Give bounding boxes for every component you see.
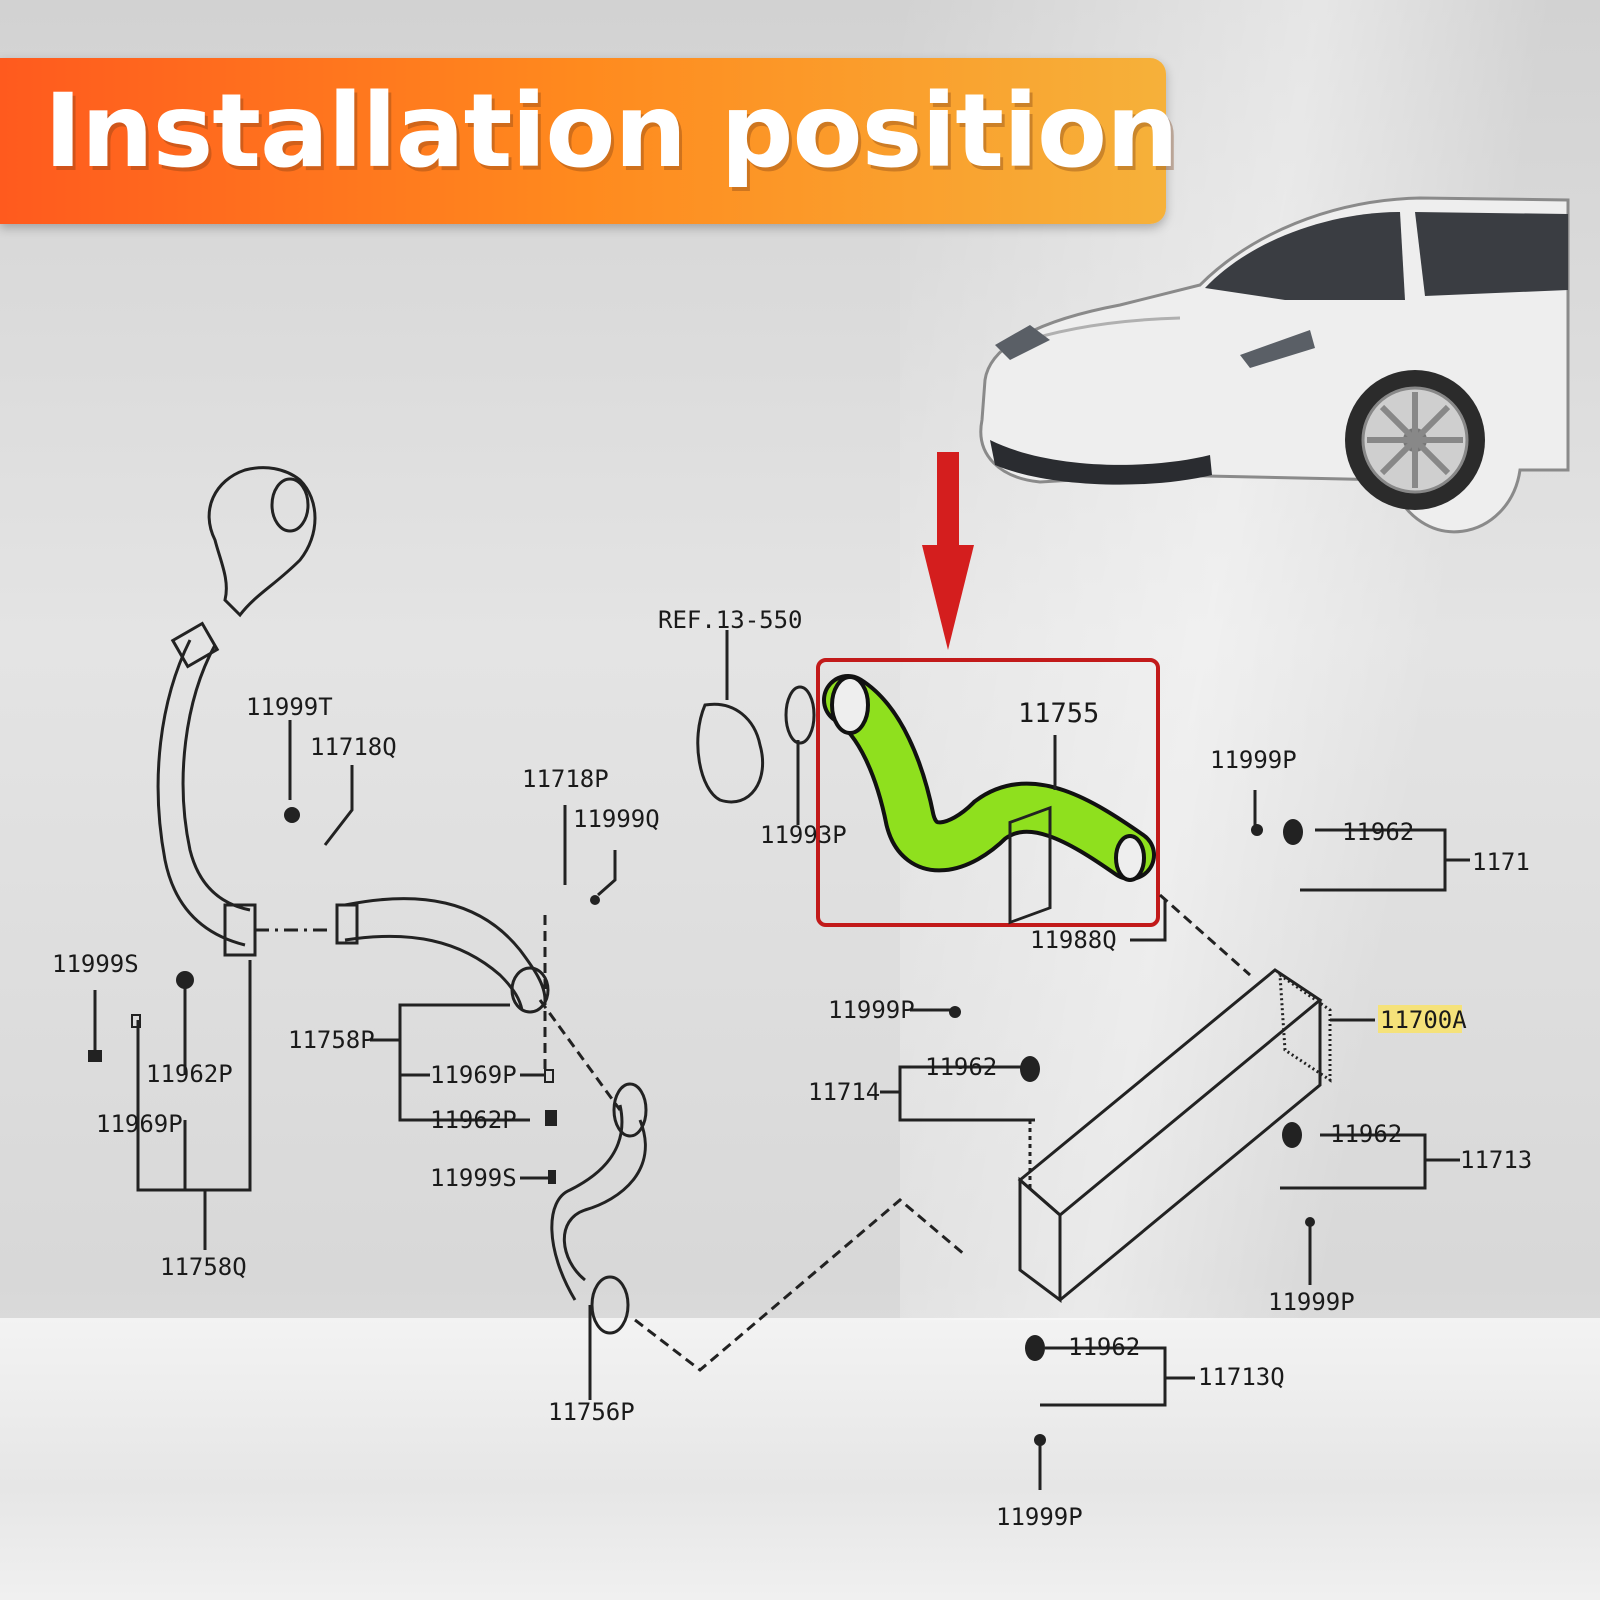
label-11718q: 11718Q <box>310 733 397 761</box>
label-11713: 11713 <box>1460 1146 1532 1174</box>
car-illustration <box>979 196 1570 534</box>
label-11756p: 11756P <box>548 1398 635 1426</box>
label-11718p: 11718P <box>522 765 609 793</box>
label-11700a-highlight <box>1378 1005 1462 1033</box>
pointer-arrow <box>922 452 974 650</box>
label-11999p-a: 11999P <box>1210 746 1297 774</box>
label-11999p-b: 11999P <box>828 996 915 1024</box>
label-11700a: 11700A <box>1380 1006 1467 1034</box>
label-11962p-b: 11962P <box>430 1106 517 1134</box>
label-11999t: 11999T <box>246 693 333 721</box>
label-11713q: 11713Q <box>1198 1363 1285 1391</box>
label-11999p-c: 11999P <box>1268 1288 1355 1316</box>
label-11755: 11755 <box>1018 698 1099 729</box>
label-11988q: 11988Q <box>1030 926 1117 954</box>
fittings <box>88 807 1315 1446</box>
hose-11755-highlighted <box>822 674 1156 882</box>
part-labels: REF.13-550 11755 11999T 11718Q 11718P 11… <box>52 606 1532 1531</box>
banner-title: Installation position <box>44 72 1179 191</box>
label-11758p: 11758P <box>288 1026 375 1054</box>
schematic-lines <box>93 466 1470 1490</box>
label-11999q: 11999Q <box>573 805 660 833</box>
label-11962p-a: 11962P <box>146 1060 233 1088</box>
label-11758q: 11758Q <box>160 1253 247 1281</box>
label-11999p-d: 11999P <box>996 1503 1083 1531</box>
label-11993p: 11993P <box>760 821 847 849</box>
label-11962-d: 11962 <box>1068 1333 1140 1361</box>
label-11969p-b: 11969P <box>430 1061 517 1089</box>
label-11714: 11714 <box>808 1078 880 1106</box>
label-11999s-a: 11999S <box>52 950 139 978</box>
label-11969p-a: 11969P <box>96 1110 183 1138</box>
label-11962-b: 11962 <box>925 1053 997 1081</box>
label-11999s-b: 11999S <box>430 1164 517 1192</box>
label-11962-c: 11962 <box>1330 1120 1402 1148</box>
label-1171-right: 1171 <box>1472 848 1530 876</box>
highlight-box <box>816 658 1160 927</box>
label-ref-13-550: REF.13-550 <box>658 606 803 634</box>
label-11962-a: 11962 <box>1342 818 1414 846</box>
floor-backdrop <box>0 1318 1600 1600</box>
title-banner: Installation position <box>0 58 1179 224</box>
